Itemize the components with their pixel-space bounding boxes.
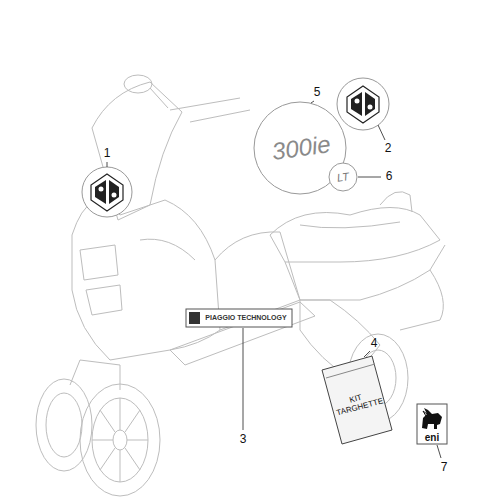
decal-text: PIAGGIO TECHNOLOGY — [205, 314, 286, 322]
callout-number: 1 — [104, 147, 111, 160]
brand-text: eni — [425, 432, 439, 443]
piaggio-emblem — [91, 174, 123, 211]
scooter-outline — [36, 75, 445, 496]
decal-kit-bag — [322, 356, 392, 444]
callout-number: 3 — [240, 433, 247, 446]
callout-number: 5 — [314, 86, 321, 99]
callout-number: 2 — [385, 142, 392, 155]
technology-decal — [186, 309, 292, 327]
callout-number: 4 — [371, 337, 378, 350]
callout-number: 6 — [386, 170, 393, 183]
model-decal-text: LT — [336, 170, 350, 184]
eni-decal — [417, 404, 447, 444]
piaggio-emblem — [347, 86, 379, 123]
detail-circles — [82, 78, 389, 217]
leader-lines — [107, 101, 441, 458]
callout-number: 7 — [441, 461, 448, 474]
